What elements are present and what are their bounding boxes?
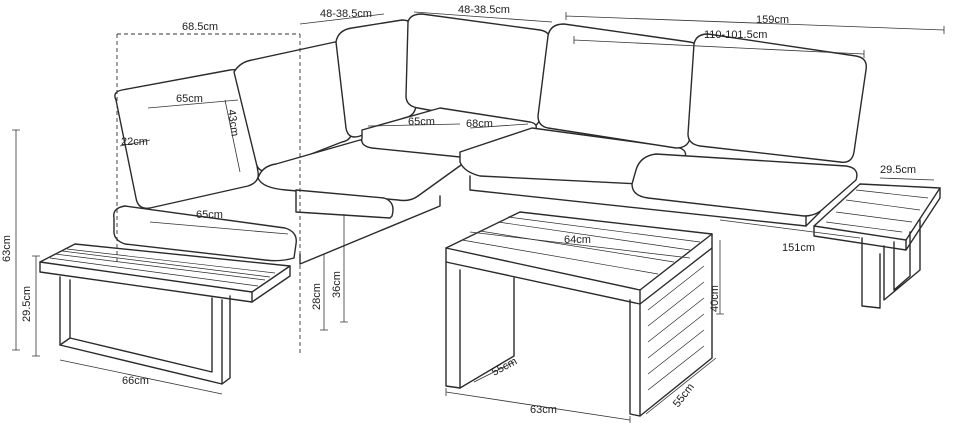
- label-seat-height: 28cm: [311, 283, 323, 310]
- label-seat-width-corner: 68cm: [466, 118, 493, 130]
- label-seat-depth-corner: 65cm: [408, 116, 435, 128]
- label-total-length: 159cm: [756, 14, 789, 26]
- label-table-depth: 55cm: [671, 381, 697, 410]
- label-module-width: 68.5cm: [182, 21, 218, 33]
- left-module: [113, 41, 470, 265]
- dimension-lines: [12, 11, 945, 423]
- label-seat-width-left: 65cm: [196, 209, 223, 221]
- corner-module: [335, 13, 687, 185]
- left-side-table: [39, 243, 291, 385]
- label-back-top-left: 48-38.5cm: [320, 8, 372, 20]
- right-module: [469, 23, 867, 227]
- label-seat-height-cushion: 36cm: [331, 271, 343, 298]
- label-table-height: 40cm: [709, 285, 721, 312]
- label-table-top-depth: 64cm: [564, 234, 591, 246]
- label-table-width: 63cm: [530, 404, 557, 416]
- label-sofa-depth-range: 110-101.5cm: [704, 29, 767, 41]
- label-frame-length-right: 151cm: [782, 242, 815, 254]
- label-back-top-mid: 48-38.5cm: [458, 4, 510, 16]
- label-table-leg-depth: 55cm: [490, 355, 519, 378]
- label-seat-depth-left: 65cm: [176, 93, 203, 105]
- label-total-height: 63cm: [1, 235, 13, 262]
- label-back-height: 43cm: [225, 109, 241, 137]
- label-side-table-length: 66cm: [122, 375, 149, 387]
- label-armrest-width: 22cm: [121, 136, 148, 148]
- label-side-table-width-right: 29.5cm: [880, 164, 916, 176]
- label-side-table-height: 29.5cm: [21, 286, 33, 322]
- right-side-table: [813, 183, 941, 309]
- coffee-table: [445, 211, 713, 417]
